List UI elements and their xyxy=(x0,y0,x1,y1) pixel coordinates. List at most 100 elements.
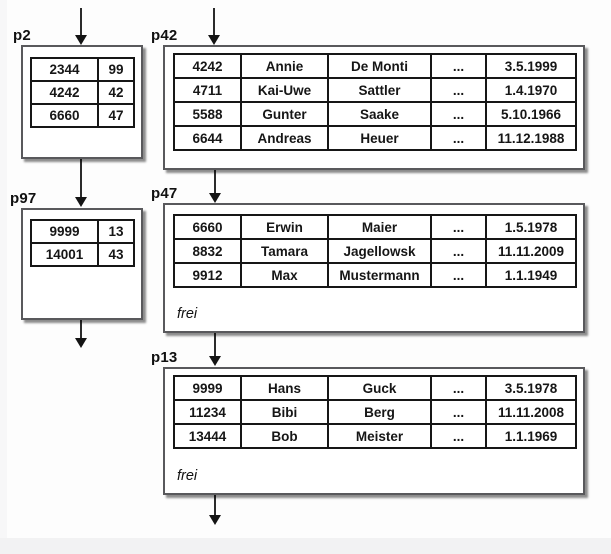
table-cell: Max xyxy=(240,262,329,288)
free-space-label-p13: frei xyxy=(177,468,198,484)
table-cell: Gunter xyxy=(240,101,329,127)
arrow-into-p42-icon xyxy=(208,8,220,45)
table-cell: Guck xyxy=(327,375,432,401)
table-cell: 1.5.1978 xyxy=(485,214,577,240)
table-cell: Maier xyxy=(327,214,432,240)
table-cell: Jagellowsk xyxy=(327,238,432,264)
table-cell: 4242 xyxy=(173,53,242,79)
table-cell: 4242 xyxy=(30,80,99,105)
table-cell: 11.12.1988 xyxy=(485,125,577,151)
page-label-p2: p2 xyxy=(13,27,31,44)
table-cell: 14001 xyxy=(30,242,99,267)
table-cell: ... xyxy=(430,238,487,264)
table-cell: Saake xyxy=(327,101,432,127)
table-cell: 13 xyxy=(97,219,135,244)
table-cell: Bob xyxy=(240,423,329,449)
table-cell: ... xyxy=(430,77,487,103)
table-cell: 6644 xyxy=(173,125,242,151)
table-cell: Mustermann xyxy=(327,262,432,288)
page-label-p42: p42 xyxy=(151,27,178,44)
table-cell: 5.10.1966 xyxy=(485,101,577,127)
arrow-p2-to-p97-icon xyxy=(75,159,87,207)
table-cell: Berg xyxy=(327,399,432,425)
arrow-p13-out-icon xyxy=(209,495,221,525)
table-cell: Tamara xyxy=(240,238,329,264)
table-cell: Erwin xyxy=(240,214,329,240)
table-cell: 6660 xyxy=(173,214,242,240)
table-cell: 8832 xyxy=(173,238,242,264)
table-cell: 9912 xyxy=(173,262,242,288)
table-cell: 13444 xyxy=(173,423,242,449)
table-cell: 43 xyxy=(97,242,135,267)
arrow-p42-to-p47-icon xyxy=(209,170,221,203)
table-cell: 1.4.1970 xyxy=(485,77,577,103)
table-cell: ... xyxy=(430,125,487,151)
table-cell: ... xyxy=(430,214,487,240)
table-cell: Sattler xyxy=(327,77,432,103)
arrow-p97-out-icon xyxy=(75,320,87,348)
table-cell: ... xyxy=(430,375,487,401)
table-cell: Heuer xyxy=(327,125,432,151)
table-cell: De Monti xyxy=(327,53,432,79)
table-cell: 1.1.1949 xyxy=(485,262,577,288)
table-cell: Annie xyxy=(240,53,329,79)
arrow-p47-to-p13-icon xyxy=(209,333,221,366)
table-cell: 9999 xyxy=(173,375,242,401)
page-label-p47: p47 xyxy=(151,185,178,202)
arrow-into-p2-icon xyxy=(75,8,87,45)
table-cell: ... xyxy=(430,101,487,127)
table-cell: 1.1.1969 xyxy=(485,423,577,449)
free-space-label-p47: frei xyxy=(177,306,198,322)
table-cell: 5588 xyxy=(173,101,242,127)
table-cell: 47 xyxy=(97,103,135,128)
left-edge-band xyxy=(0,0,7,554)
table-cell: 11.11.2008 xyxy=(485,399,577,425)
page-label-p97: p97 xyxy=(10,190,37,207)
table-cell: 11234 xyxy=(173,399,242,425)
table-cell: 4711 xyxy=(173,77,242,103)
table-cell: 11.11.2009 xyxy=(485,238,577,264)
table-cell: ... xyxy=(430,423,487,449)
page-label-p13: p13 xyxy=(151,349,178,366)
table-cell: 6660 xyxy=(30,103,99,128)
table-cell: 42 xyxy=(97,80,135,105)
table-cell: 3.5.1978 xyxy=(485,375,577,401)
table-cell: ... xyxy=(430,262,487,288)
table-cell: 99 xyxy=(97,57,135,82)
table-cell: Kai-Uwe xyxy=(240,77,329,103)
table-cell: ... xyxy=(430,53,487,79)
table-cell: Meister xyxy=(327,423,432,449)
table-cell: Andreas xyxy=(240,125,329,151)
table-cell: Hans xyxy=(240,375,329,401)
table-cell: ... xyxy=(430,399,487,425)
table-cell: 3.5.1999 xyxy=(485,53,577,79)
table-cell: 9999 xyxy=(30,219,99,244)
table-cell: 2344 xyxy=(30,57,99,82)
bottom-bar xyxy=(0,538,611,554)
